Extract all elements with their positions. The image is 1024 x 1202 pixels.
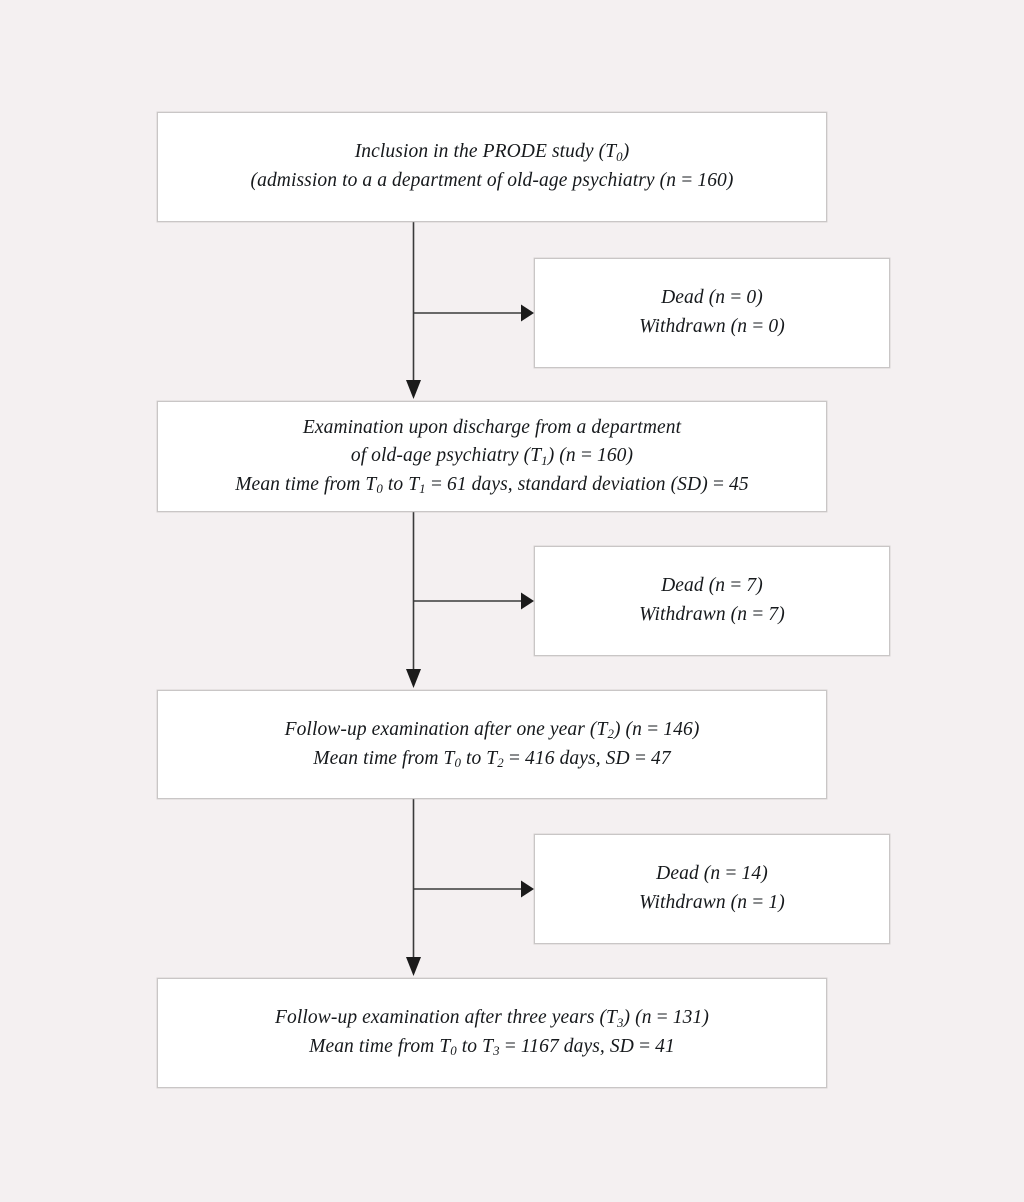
node-followup-t2-line2: Mean time from T0 to T2 = 416 days, SD =… (313, 747, 671, 770)
node-inclusion-t0: Inclusion in the PRODE study (T0) (admis… (157, 112, 827, 222)
arrowhead-down-t3 (406, 957, 421, 976)
node-followup-t2-line1: Follow-up examination after one year (T2… (284, 718, 700, 742)
node-followup-t3-line1: Follow-up examination after three years … (275, 1007, 709, 1030)
node-followup-one-year-t2-text: Follow-up examination after one year (T2… (271, 716, 714, 773)
node-followup-t3-line2: Mean time from T0 to T3 = 1167 days, SD … (309, 1036, 675, 1059)
node-followup-one-year-t2: Follow-up examination after one year (T2… (157, 690, 827, 799)
arrowhead-down-t2 (406, 669, 421, 688)
node-followup-three-years-t3-text: Follow-up examination after three years … (261, 1004, 723, 1061)
attrition-2-dead: Dead (n = 7) (661, 575, 763, 597)
node-inclusion-t0-line2: (admission to a a department of old-age … (250, 170, 734, 191)
arrowhead-down-t1 (406, 380, 421, 399)
attrition-3-dead: Dead (n = 14) (656, 863, 768, 885)
node-inclusion-t0-line1: Inclusion in the PRODE study (T0) (354, 141, 630, 164)
node-attrition-t0-t1-text: Dead (n = 0) Withdrawn (n = 0) (625, 284, 799, 341)
node-discharge-t1-line3: Mean time from T0 to T1 = 61 days, stand… (235, 473, 749, 497)
attrition-2-withdrawn: Withdrawn (n = 7) (639, 604, 785, 625)
node-attrition-t2-t3: Dead (n = 14) Withdrawn (n = 1) (534, 834, 890, 944)
attrition-3-withdrawn: Withdrawn (n = 1) (639, 892, 785, 913)
node-discharge-t1-text: Examination upon discharge from a depart… (221, 414, 763, 500)
arrowhead-right-loss1 (521, 304, 534, 322)
attrition-1-dead: Dead (n = 0) (661, 287, 763, 309)
attrition-1-withdrawn: Withdrawn (n = 0) (639, 316, 785, 337)
node-attrition-t0-t1: Dead (n = 0) Withdrawn (n = 0) (534, 258, 890, 368)
node-discharge-t1-line2: of old-age psychiatry (T1) (n = 160) (350, 445, 634, 468)
node-attrition-t1-t2-text: Dead (n = 7) Withdrawn (n = 7) (625, 572, 799, 629)
node-attrition-t1-t2: Dead (n = 7) Withdrawn (n = 7) (534, 546, 890, 656)
arrowhead-right-loss3 (521, 880, 534, 898)
node-followup-three-years-t3: Follow-up examination after three years … (157, 978, 827, 1088)
node-attrition-t2-t3-text: Dead (n = 14) Withdrawn (n = 1) (625, 860, 799, 917)
node-inclusion-t0-text: Inclusion in the PRODE study (T0) (admis… (237, 138, 748, 195)
arrowhead-right-loss2 (521, 592, 534, 610)
node-discharge-t1: Examination upon discharge from a depart… (157, 401, 827, 512)
node-discharge-t1-line1: Examination upon discharge from a depart… (302, 416, 682, 438)
